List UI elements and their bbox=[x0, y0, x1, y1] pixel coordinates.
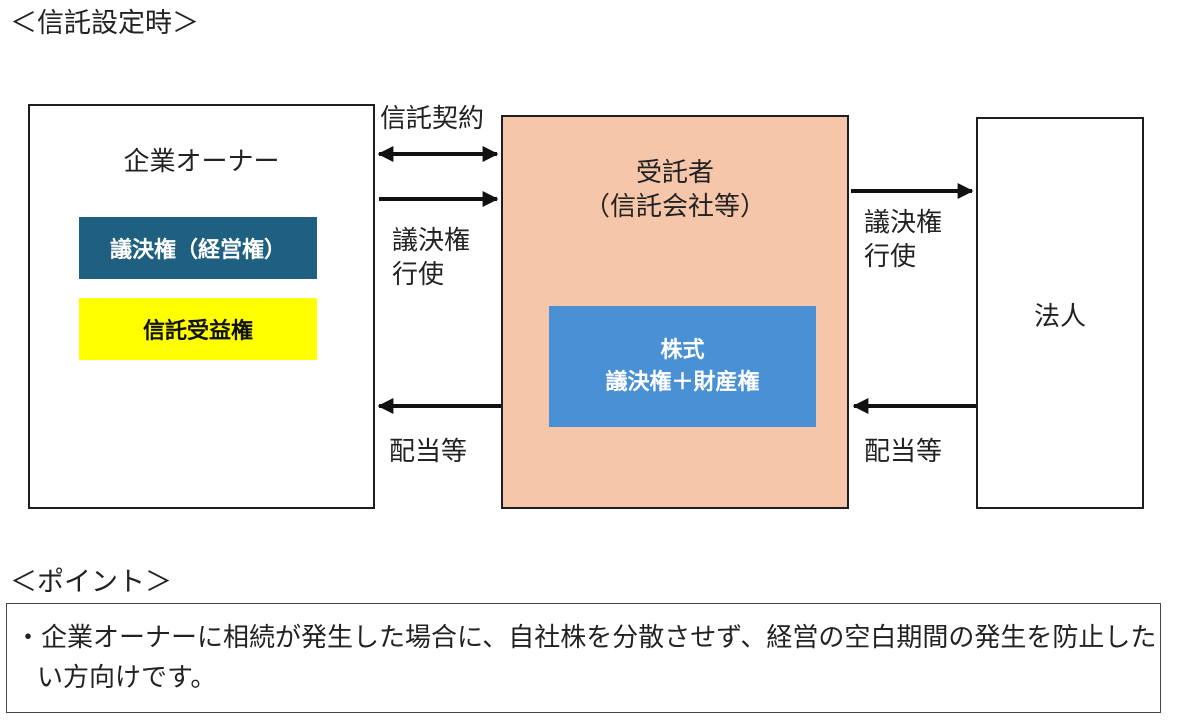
voting-exercise-right-label-2: 行使 bbox=[864, 242, 917, 272]
dividends-left-label: 配当等 bbox=[389, 437, 468, 467]
trustee-label: 受託者 bbox=[635, 158, 714, 188]
voting-rights-badge: 議決権（経営権） bbox=[79, 217, 317, 279]
stock-box: 株式 議決権＋財産権 bbox=[549, 306, 816, 427]
points-title: ＜ポイント＞ bbox=[10, 567, 172, 598]
stock-label: 株式 bbox=[660, 337, 705, 363]
voting-exercise-left-label-2: 行使 bbox=[392, 260, 445, 290]
points-text: ・企業オーナーに相続が発生した場合に、自社株を分散させず、経営の空白期間の発生を… bbox=[15, 623, 1157, 693]
dividends-right-label: 配当等 bbox=[864, 437, 943, 467]
corporation-label: 法人 bbox=[1033, 302, 1086, 332]
corporation-box bbox=[976, 117, 1144, 509]
owner-label: 企業オーナー bbox=[123, 147, 280, 177]
voting-exercise-left-label: 議決権 bbox=[392, 226, 471, 256]
stock-rights-label: 議決権＋財産権 bbox=[605, 369, 760, 395]
voting-exercise-right-label: 議決権 bbox=[864, 208, 943, 238]
points-box: ・企業オーナーに相続が発生した場合に、自社株を分散させず、経営の空白期間の発生を… bbox=[6, 603, 1161, 713]
trustee-sublabel: （信託会社等） bbox=[583, 192, 766, 222]
beneficial-rights-badge: 信託受益権 bbox=[79, 298, 317, 360]
page-title: ＜信託設定時＞ bbox=[10, 8, 199, 39]
trust-contract-label: 信託契約 bbox=[380, 104, 485, 134]
